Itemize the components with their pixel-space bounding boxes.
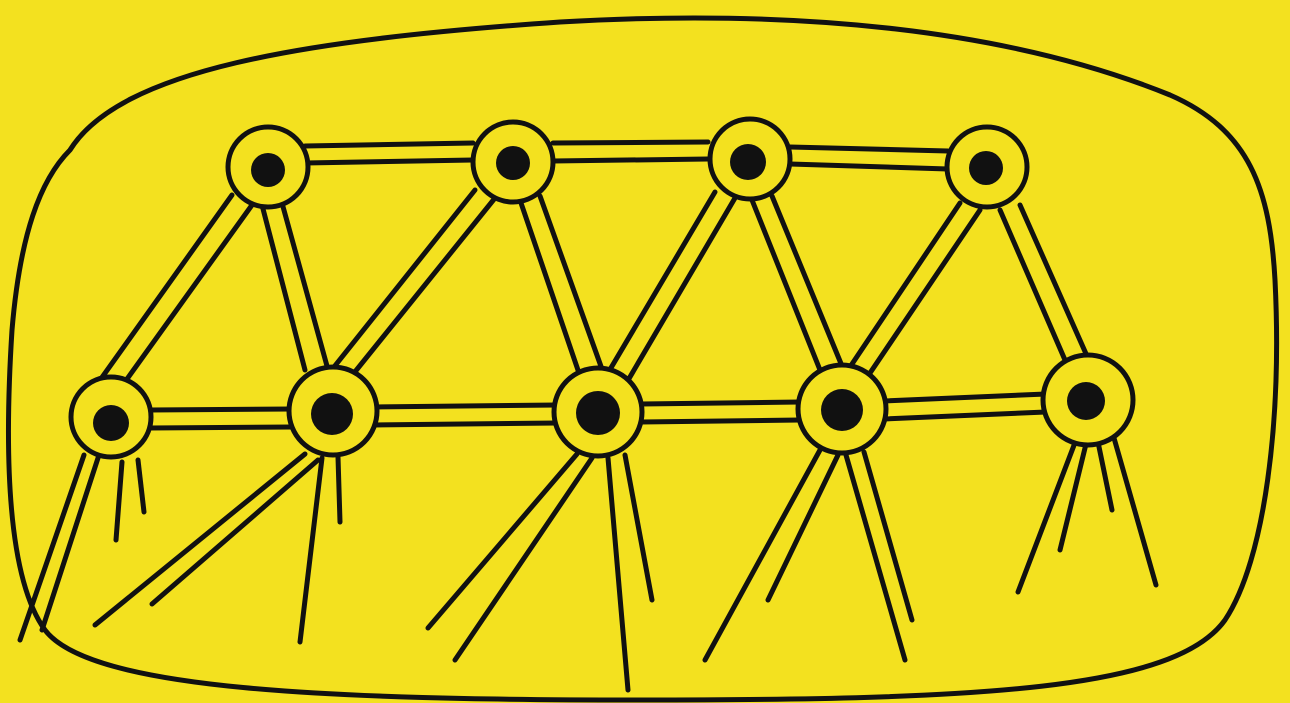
node-bottom-2 [289, 367, 377, 455]
node-top-4 [947, 127, 1027, 207]
node-bottom-3 [554, 368, 642, 456]
hanging-strands [20, 438, 1156, 690]
top-rail [305, 142, 948, 169]
diagonal-struts [98, 190, 1087, 386]
node-top-2 [473, 122, 553, 202]
node-bottom-5 [1043, 355, 1133, 445]
bottom-nodes [71, 355, 1133, 457]
node-bottom-4 [798, 365, 886, 453]
node-bottom-1 [71, 377, 151, 457]
node-top-1 [228, 127, 308, 207]
node-top-3 [710, 119, 790, 199]
